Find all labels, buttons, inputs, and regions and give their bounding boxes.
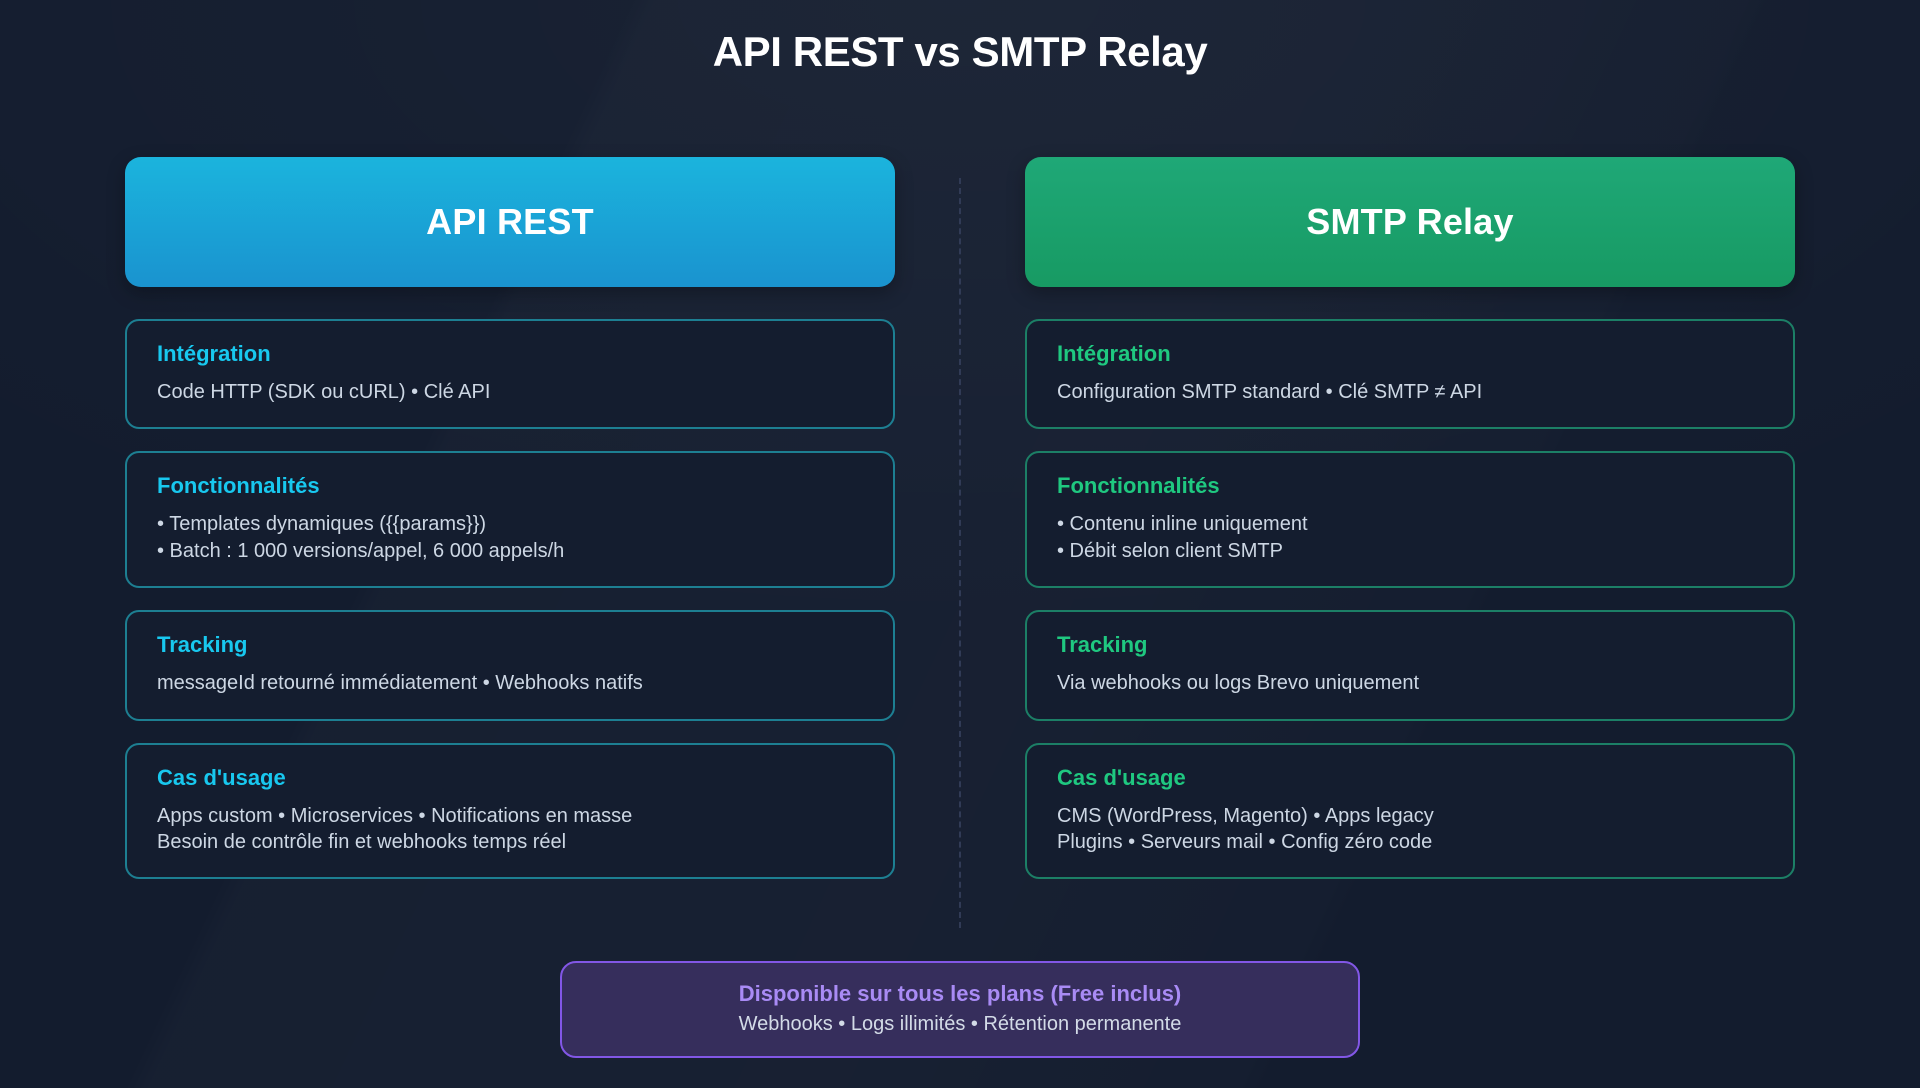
card-list-smtp-relay: Intégration Configuration SMTP standard … xyxy=(1025,319,1795,880)
card-line: CMS (WordPress, Magento) • Apps legacy xyxy=(1057,804,1434,827)
card-features-smtp: Fonctionnalités • Contenu inline uniquem… xyxy=(1025,451,1795,589)
card-usecases-smtp: Cas d'usage CMS (WordPress, Magento) • A… xyxy=(1025,742,1795,880)
card-line: • Débit selon client SMTP xyxy=(1057,539,1283,562)
card-title-features-smtp: Fonctionnalités xyxy=(1057,473,1220,499)
card-title-tracking-api: Tracking xyxy=(157,632,248,658)
card-title-usecases-smtp: Cas d'usage xyxy=(1057,764,1186,790)
card-integration-api: Intégration Code HTTP (SDK ou cURL) • Cl… xyxy=(125,319,895,430)
card-line: • Templates dynamiques ({{params}}) xyxy=(157,513,487,536)
card-line: Besoin de contrôle fin et webhooks temps… xyxy=(157,830,567,853)
card-usecases-api: Cas d'usage Apps custom • Microservices … xyxy=(125,742,895,880)
card-title-features-api: Fonctionnalités xyxy=(157,473,320,499)
availability-banner-subtitle: Webhooks • Logs illimités • Rétention pe… xyxy=(738,1013,1182,1035)
card-line: Plugins • Serveurs mail • Config zéro co… xyxy=(1057,830,1433,853)
availability-banner: Disponible sur tous les plans (Free incl… xyxy=(560,961,1360,1058)
card-title-tracking-smtp: Tracking xyxy=(1057,632,1148,658)
card-line: Code HTTP (SDK ou cURL) • Clé API xyxy=(157,381,491,403)
card-line: Apps custom • Microservices • Notificati… xyxy=(157,804,633,827)
card-line: messageId retourné immédiatement • Webho… xyxy=(157,672,643,695)
column-divider xyxy=(959,178,961,928)
column-smtp-relay: SMTP Relay Intégration Configuration SMT… xyxy=(1025,157,1795,880)
card-integration-smtp: Intégration Configuration SMTP standard … xyxy=(1025,319,1795,430)
card-title-integration-smtp: Intégration xyxy=(1057,341,1171,366)
card-line: • Contenu inline uniquement xyxy=(1057,513,1308,536)
page-title: API REST vs SMTP Relay xyxy=(712,28,1208,75)
availability-banner-title: Disponible sur tous les plans (Free incl… xyxy=(738,981,1182,1006)
card-features-api: Fonctionnalités • Templates dynamiques (… xyxy=(125,451,895,589)
card-title-usecases-api: Cas d'usage xyxy=(157,764,286,790)
comparison-columns: API REST Intégration Code HTTP (SDK ou c… xyxy=(0,157,1920,880)
card-tracking-api: Tracking messageId retourné immédiatemen… xyxy=(125,610,895,721)
column-api-rest: API REST Intégration Code HTTP (SDK ou c… xyxy=(125,157,895,880)
card-tracking-smtp: Tracking Via webhooks ou logs Brevo uniq… xyxy=(1025,610,1795,721)
card-line: Configuration SMTP standard • Clé SMTP ≠… xyxy=(1057,381,1483,403)
card-line: • Batch : 1 000 versions/appel, 6 000 ap… xyxy=(157,539,565,562)
column-header-smtp-relay: SMTP Relay xyxy=(1025,157,1795,287)
footer-area: Disponible sur tous les plans (Free incl… xyxy=(0,961,1920,1058)
column-header-api-rest: API REST xyxy=(125,157,895,287)
card-title-integration-api: Intégration xyxy=(157,341,271,366)
card-line: Via webhooks ou logs Brevo uniquement xyxy=(1057,672,1420,695)
card-list-api-rest: Intégration Code HTTP (SDK ou cURL) • Cl… xyxy=(125,319,895,880)
